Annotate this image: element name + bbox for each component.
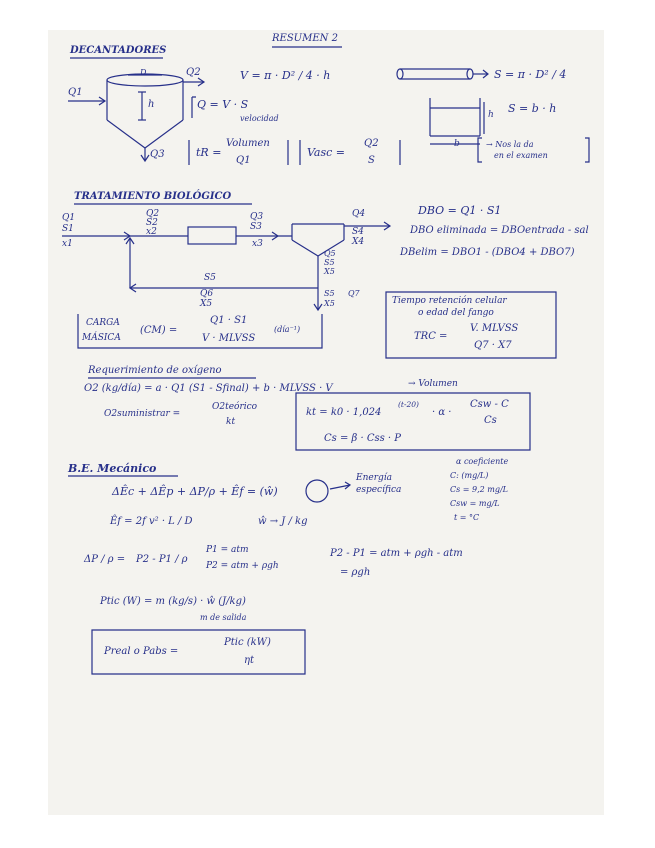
decanter-overflow-label: Q2 [186, 67, 201, 78]
cm-label-carga: CARGA [86, 318, 120, 328]
tr-equation-numerator: Volumen [226, 138, 270, 149]
oxygen-supply-left: O2suministrar = [104, 409, 181, 419]
reactor-q-label: Q3 [250, 212, 264, 222]
settler-x-label: X5 [324, 267, 335, 276]
kt-denominator: Cs [484, 415, 497, 426]
mass-flow-note: m de salida [200, 613, 247, 622]
trc-title-line-1: Tiempo retención celular [392, 296, 507, 306]
settler-q-label: Q5 [324, 249, 336, 258]
tank-height-label: h [488, 110, 494, 120]
reactor-x-label: x3 [252, 239, 263, 249]
inflow-q-label: Q1 [62, 213, 76, 223]
reactor-box [187, 226, 237, 245]
power-equation: Ptic (W) = m (kg/s) · ŵ (J/kg) [100, 596, 246, 607]
trc-denominator: Q7 · X7 [474, 340, 512, 351]
settler-s-label: S5 [324, 258, 335, 267]
energy-balance-equation: ΔÊc + ΔÊp + ΔP/ρ + Êf = (ŵ) [112, 485, 278, 498]
trc-numerator: V. MLVSS [470, 323, 519, 334]
pressure-difference-result: = ρgh [340, 567, 371, 578]
outflow-s-label: S4 [352, 227, 364, 237]
exam-note-line-2: en el examen [494, 151, 548, 160]
cm-numerator: Q1 · S1 [210, 315, 248, 326]
purge-s-label: S5 [324, 289, 335, 298]
cm-units: (día⁻¹) [274, 325, 301, 334]
dbo-equation: DBO = Q1 · S1 [418, 204, 502, 217]
recycle-x-label: X5 [200, 299, 213, 309]
mix-q-label: Q2 [146, 209, 160, 219]
real-power-left: Preal o Pabs = [104, 646, 179, 657]
real-power-numerator: Ptic (kW) [224, 637, 271, 648]
caudal-equation: Q = V · S [197, 98, 249, 111]
outflow-q-label: Q4 [352, 209, 366, 219]
coefficient-alpha: α coeficiente [456, 457, 509, 466]
kt-equation: kt = k0 · 1,024 [306, 407, 382, 418]
pressure-term-right: P2 - P1 / ρ [136, 554, 188, 565]
kt-numerator: Csw - C [470, 399, 509, 410]
pipe-area-equation: S = π · D² / 4 [494, 68, 567, 81]
inflow-s-label: S1 [62, 224, 74, 234]
cm-label-masica: MÁSICA [82, 333, 121, 343]
coefficient-cs: Cs = 9,2 mg/L [450, 485, 508, 494]
coefficient-csw: Csw = mg/L [450, 499, 500, 508]
volume-equation: V = π · D² / 4 · h [240, 69, 331, 82]
section-title-bem: B.E. Mecánico [68, 462, 157, 475]
reactor-s-label: S3 [250, 222, 262, 232]
inflow-x-label: x1 [62, 239, 73, 249]
tank-base-label: b [454, 139, 460, 149]
dbo-eliminated-equation: DBO eliminada = DBOentrada - sal [410, 225, 589, 236]
real-power-denominator: ηt [244, 655, 255, 666]
exam-note-line-1: → Nos la da [486, 140, 534, 149]
oxygen-title: Requerimiento de oxígeno [88, 365, 222, 376]
kt-alpha: · α · [432, 407, 452, 418]
cs-equation: Cs = β · Css · P [324, 433, 402, 444]
cm-symbol: (CM) = [140, 325, 178, 336]
energy-label-line-2: específica [356, 485, 402, 495]
section-title-biologico: TRATAMIENTO BIOLÓGICO [74, 191, 232, 202]
cm-denominator: V · MLVSS [202, 333, 256, 344]
dbo-eliminated-balance: DBelim = DBO1 - (DBO4 + DBO7) [400, 247, 575, 258]
pressure-term-left: ΔP / ρ = [84, 554, 126, 565]
kt-exponent: (t-20) [398, 400, 419, 409]
coefficient-c: C: (mg/L) [450, 471, 489, 480]
mix-x-label: x2 [146, 227, 157, 237]
coefficient-t: t = °C [454, 513, 480, 522]
recycle-q-label: Q6 [200, 289, 214, 299]
decanter-height-label: h [148, 99, 155, 110]
energy-label-line-1: Energía [356, 473, 392, 483]
section-title-decantadores: DECANTADORES [70, 45, 167, 56]
vasc-equation-denominator: S [368, 155, 375, 166]
trc-title-line-2: o edad del fango [418, 308, 494, 318]
page-title: RESUMEN 2 [272, 33, 338, 44]
velocity-note: velocidad [240, 114, 279, 123]
oxygen-volume-note: → Volumen [408, 379, 458, 389]
vasc-equation-left: Vasc = [307, 146, 346, 159]
recycle-s-label: S5 [204, 273, 216, 283]
trc-left: TRC = [414, 331, 448, 342]
oxygen-supply-numerator: O2teórico [212, 402, 258, 412]
tank-area-equation: S = b · h [508, 102, 557, 115]
work-units: ŵ → J / kg [258, 516, 308, 527]
outflow-x-label: X4 [352, 237, 365, 247]
notebook-page [48, 30, 604, 815]
tr-equation-left: tR = [196, 146, 222, 159]
tr-equation-denominator: Q1 [236, 155, 251, 166]
p1-value: P1 = atm [206, 545, 249, 555]
friction-equation: Êf = 2f v² · L / D [110, 516, 193, 527]
decanter-diameter-label: D [140, 68, 147, 77]
oxygen-supply-denominator: kt [226, 417, 236, 427]
purge-q-label: Q7 [348, 289, 360, 298]
oxygen-demand-equation: O2 (kg/día) = a · Q1 (S1 - Sfinal) + b ·… [84, 383, 333, 394]
vasc-equation-numerator: Q2 [364, 138, 379, 149]
pressure-difference: P2 - P1 = atm + ρgh - atm [330, 548, 463, 559]
decanter-inflow-label: Q1 [68, 87, 83, 98]
purge-x-label: X5 [324, 299, 335, 308]
decanter-underflow-label: Q3 [150, 149, 165, 160]
mix-s-label: S2 [146, 218, 158, 228]
p2-value: P2 = atm + ρgh [206, 561, 279, 571]
